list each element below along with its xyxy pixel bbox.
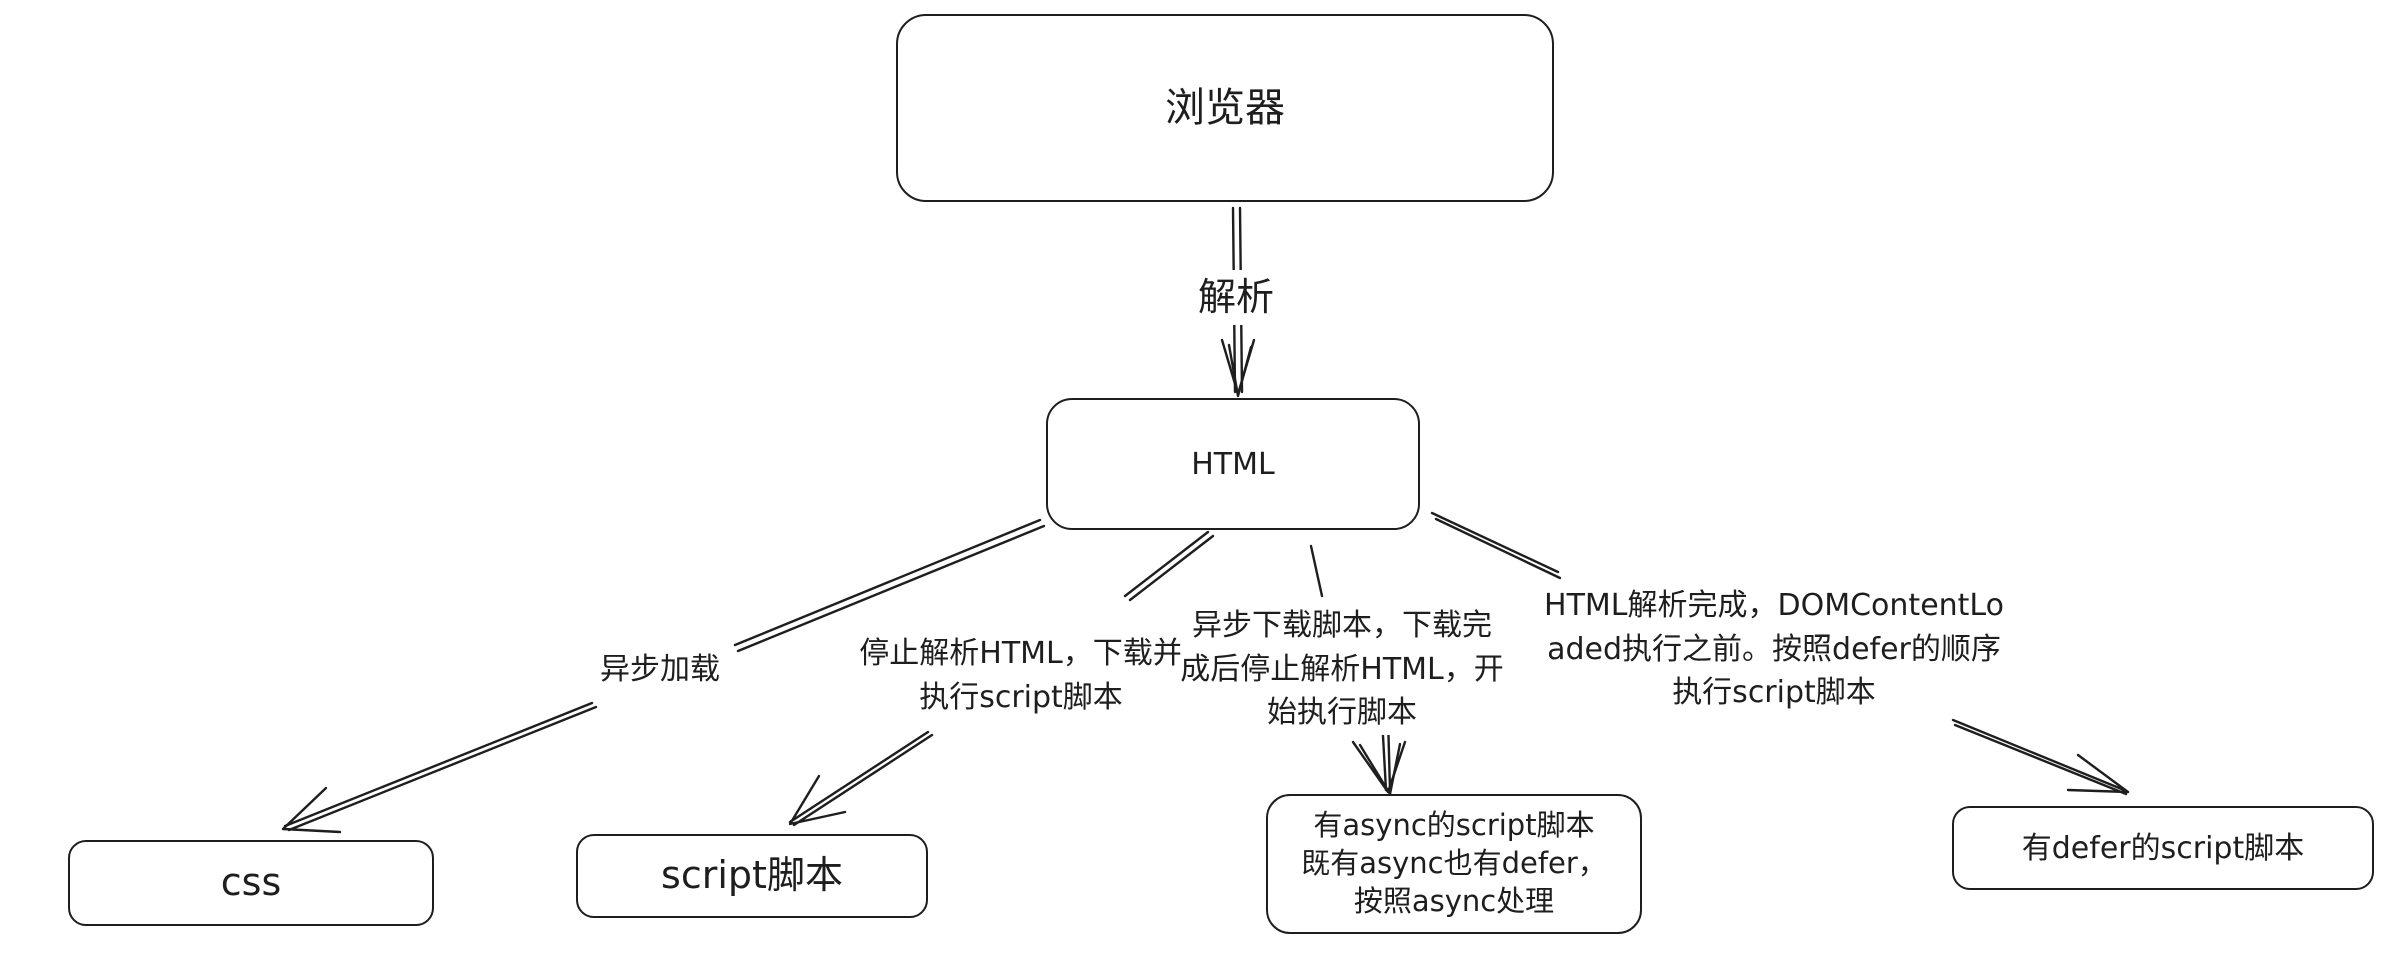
css-label: css [220, 860, 282, 905]
css-node: css [68, 840, 434, 926]
edge-label-defer-exec: HTML解析完成，DOMContentLo aded执行之前。按照defer的顺… [1544, 584, 2004, 715]
async-script-node: 有async的script脚本 既有async也有defer， 按照async处… [1266, 794, 1642, 934]
html-label: HTML [1191, 446, 1275, 482]
async-script-label: 有async的script脚本 既有async也有defer， 按照async处… [1301, 808, 1607, 918]
edge-label-parse: 解析 [1197, 270, 1275, 326]
defer-script-node: 有defer的script脚本 [1952, 806, 2374, 890]
edge-html-to-css [281, 518, 1046, 834]
edge-html-to-defer [1430, 511, 2130, 796]
browser-node: 浏览器 [896, 14, 1554, 202]
browser-label: 浏览器 [1165, 85, 1285, 131]
edge-label-stop-parse: 停止解析HTML，下载并 执行script脚本 [859, 632, 1183, 719]
edge-html-to-script [788, 530, 1215, 827]
script-label: script脚本 [661, 853, 843, 898]
edge-label-async-load: 异步加载 [600, 648, 720, 692]
script-node: script脚本 [576, 834, 928, 918]
edge-label-async-download: 异步下载脚本，下载完 成后停止解析HTML，开 始执行脚本 [1180, 604, 1504, 735]
html-node: HTML [1046, 398, 1420, 530]
defer-script-label: 有defer的script脚本 [2021, 830, 2305, 866]
